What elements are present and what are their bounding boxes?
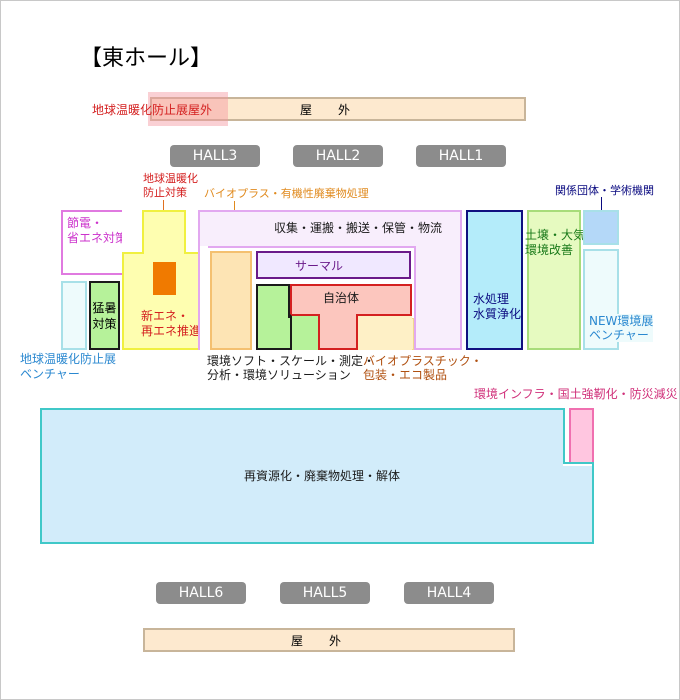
recycling-label: 再資源化・廃棄物処理・解体 bbox=[244, 469, 401, 483]
soil-line2: 環境改善 bbox=[525, 243, 574, 257]
municipality-notch-left bbox=[290, 314, 320, 350]
municipality-notch bbox=[356, 314, 412, 350]
gw-venture-line2: ベンチャー bbox=[20, 367, 80, 381]
energy-saving-line2: 省エネ対策 bbox=[67, 231, 128, 245]
recycling-notch-border-h bbox=[563, 462, 594, 464]
new-energy-notch-left bbox=[122, 210, 144, 254]
gw-venture-zone[interactable] bbox=[61, 281, 87, 350]
gw-prevention-line1: 地球温暖化 bbox=[143, 172, 198, 185]
soil-label: 土壌・大気・ 環境改善 bbox=[525, 228, 597, 258]
hall5-badge[interactable]: HALL5 bbox=[280, 582, 370, 604]
env-infra-zone-top bbox=[569, 408, 594, 464]
water-line2: 水質浄化 bbox=[473, 307, 522, 321]
bioplastic-products-label: バイオプラスチック・ 包装・エコ製品 bbox=[363, 354, 483, 382]
env-software-line1: 環境ソフト・スケール・測定・ bbox=[207, 354, 376, 368]
new-energy-line2: 再エネ推進 bbox=[141, 324, 202, 338]
hall6-badge[interactable]: HALL6 bbox=[156, 582, 246, 604]
recycling-notch-border-r bbox=[592, 462, 594, 544]
gw-venture-line1: 地球温暖化防止展 bbox=[20, 352, 117, 366]
new-env-venture-line1: NEW環境展 bbox=[589, 314, 654, 328]
extreme-heat-line1: 猛暑 bbox=[92, 300, 117, 315]
extreme-heat-line2: 対策 bbox=[92, 316, 117, 331]
thermal-label: サーマル bbox=[295, 259, 344, 273]
new-energy-line1: 新エネ・ bbox=[141, 309, 190, 323]
outdoor-top[interactable]: 屋外 bbox=[150, 97, 526, 121]
env-software-label: 環境ソフト・スケール・測定・ 分析・環境ソリューション bbox=[207, 354, 375, 382]
recycling-zone[interactable] bbox=[40, 408, 594, 544]
collection-notch-fill bbox=[198, 246, 208, 350]
association-inner bbox=[585, 212, 617, 243]
energy-saving-label: 節電・ 省エネ対策 bbox=[67, 216, 127, 246]
extreme-heat-zone[interactable]: 猛暑 対策 bbox=[89, 281, 120, 350]
env-infra-label: 環境インフラ・国土強靭化・防災減災 bbox=[474, 387, 678, 401]
leader-line-association bbox=[601, 197, 602, 210]
soil-zone[interactable] bbox=[527, 210, 581, 350]
new-energy-label: 新エネ・ 再エネ推進 bbox=[141, 309, 201, 339]
bioplastic-zone[interactable] bbox=[210, 251, 252, 350]
gw-prevention-line2: 防止対策 bbox=[143, 186, 187, 199]
association-label: 関係団体・学術機関 bbox=[555, 184, 654, 197]
water-label: 水処理 水質浄化 bbox=[473, 292, 521, 322]
gw-outdoor-zone[interactable] bbox=[148, 92, 228, 126]
page-title: 【東ホール】 bbox=[80, 46, 213, 71]
recycling-notch-border-v bbox=[563, 408, 565, 464]
water-zone[interactable] bbox=[466, 210, 523, 350]
hall4-badge[interactable]: HALL4 bbox=[404, 582, 494, 604]
collection-label: 収集・運搬・搬送・保管・物流 bbox=[274, 221, 443, 235]
gw-outdoor-label: 地球温暖化防止展屋外 bbox=[92, 103, 213, 117]
bioplastic-products-line1: バイオプラスチック・ bbox=[363, 354, 483, 368]
outdoor-top-label: 屋外 bbox=[299, 102, 376, 117]
hall2-badge[interactable]: HALL2 bbox=[293, 145, 383, 167]
hall1-badge[interactable]: HALL1 bbox=[416, 145, 506, 167]
gw-venture-label: 地球温暖化防止展 ベンチャー bbox=[20, 352, 116, 382]
energy-saving-line1: 節電・ bbox=[67, 216, 104, 230]
gw-prevention-zone[interactable] bbox=[153, 262, 176, 295]
hall3-badge[interactable]: HALL3 bbox=[170, 145, 260, 167]
soil-line1: 土壌・大気・ bbox=[525, 228, 598, 242]
new-env-venture-label: NEW環境展 ベンチャー bbox=[589, 314, 654, 342]
water-line1: 水処理 bbox=[473, 292, 510, 306]
thermal-zone[interactable] bbox=[256, 251, 411, 279]
gw-prevention-label: 地球温暖化 防止対策 bbox=[143, 172, 198, 200]
bioplastic-waste-label: バイオプラス・有機性廃棄物処理 bbox=[204, 187, 369, 200]
new-env-venture-line2: ベンチャー bbox=[589, 328, 649, 342]
outdoor-bottom-label: 屋外 bbox=[290, 633, 367, 648]
bioplastic-products-line2: 包装・エコ製品 bbox=[363, 368, 448, 382]
outdoor-bottom[interactable]: 屋外 bbox=[143, 628, 515, 652]
municipality-label: 自治体 bbox=[323, 291, 360, 305]
env-software-line2: 分析・環境ソリューション bbox=[207, 368, 351, 382]
